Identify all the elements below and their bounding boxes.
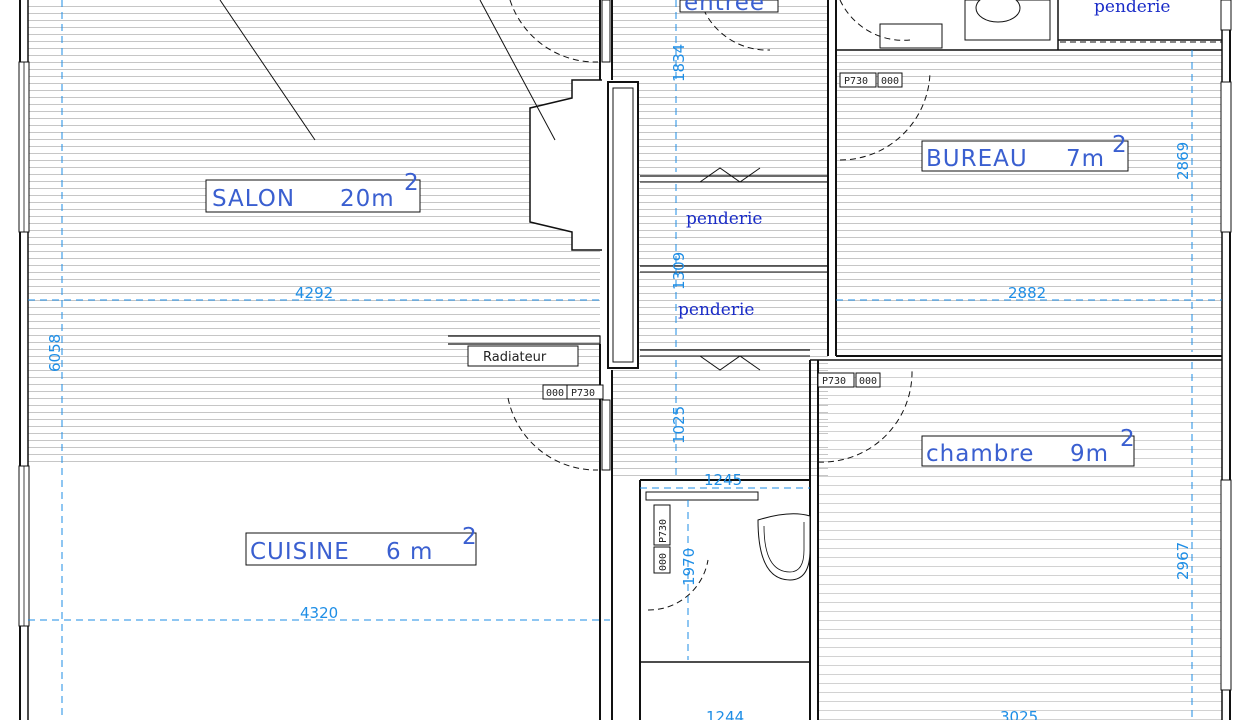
dim-bath-height: 1970: [680, 548, 698, 586]
penderie-label-1: penderie: [686, 209, 762, 229]
dim-salon-width: 4292: [295, 284, 333, 302]
room-label-entree: entrée: [679, 0, 779, 16]
door-num-bureau: 000: [881, 76, 899, 87]
room-area-cuisine: 6 m: [386, 539, 433, 565]
door-code-salon: P730: [571, 388, 595, 399]
room-area-salon: 20m: [340, 186, 395, 212]
door-code-chambre: P730: [822, 376, 846, 387]
room-name-chambre: chambre: [926, 441, 1034, 467]
room-label-cuisine: CUISINE 6 m 2: [245, 524, 478, 566]
room-area-chambre: 9m: [1070, 441, 1109, 467]
dim-penderie-height: 1309: [670, 252, 688, 290]
dim-bureau-width: 2882: [1008, 284, 1046, 302]
radiator-label: Radiateur: [467, 345, 579, 367]
dim-entree-height: 1834: [670, 44, 688, 82]
room-exp-cuisine: 2: [462, 524, 478, 550]
room-name-salon: SALON: [212, 186, 295, 212]
dim-hall-height: 1025: [670, 406, 688, 444]
door-num-chambre: 000: [859, 376, 877, 387]
dim-salon-height: 6058: [46, 334, 64, 372]
room-exp-bureau: 2: [1112, 132, 1128, 158]
room-area-bureau: 7m: [1066, 146, 1105, 172]
dim-bureau-height: 2869: [1174, 142, 1192, 180]
penderie-label-2: penderie: [678, 300, 754, 320]
dim-cuisine-width: 4320: [300, 604, 338, 622]
room-label-chambre: chambre 9m 2: [921, 426, 1136, 467]
room-label-salon: SALON 20m 2: [205, 170, 421, 213]
door-tag-bath: P730 000: [653, 504, 671, 574]
door-num-salon: 000: [546, 388, 564, 399]
dimension-lines: [28, 0, 1222, 720]
room-exp-salon: 2: [404, 170, 420, 196]
radiateur-text: Radiateur: [483, 350, 547, 365]
room-labels: SALON 20m 2 CUISINE 6 m 2 BUREAU 7m 2 ch…: [205, 0, 1136, 566]
door-tag-chambre: P730 000: [817, 372, 881, 388]
room-name-cuisine: CUISINE: [250, 539, 350, 565]
door-code-bath: P730: [658, 519, 669, 543]
dim-chambre-width: 3025: [1000, 708, 1038, 720]
dim-chambre-height: 2967: [1174, 542, 1192, 580]
dimension-labels: 4292 4320 6058 1834 1309 1025 1245 1970 …: [46, 44, 1192, 720]
room-exp-chambre: 2: [1120, 426, 1136, 452]
room-name-entree: entrée: [684, 0, 765, 16]
leader-lines: [219, 0, 556, 141]
dim-bottom-small: 1244: [706, 708, 744, 720]
door-tag-salon: 000 P730: [542, 384, 604, 400]
door-num-bath: 000: [658, 553, 669, 571]
door-tag-bureau: P730 000: [839, 72, 903, 88]
penderie-labels: penderie penderie penderie: [678, 0, 1170, 320]
floor-hatching: [28, 0, 1222, 720]
dim-bath-width: 1245: [704, 471, 742, 489]
room-name-bureau: BUREAU: [926, 146, 1028, 172]
door-tags: 000 P730 P730 000 P730 000 P730 000: [542, 72, 903, 574]
penderie-label-top: penderie: [1094, 0, 1170, 17]
door-code-bureau: P730: [844, 76, 868, 87]
walls: [18, 0, 1232, 720]
room-label-bureau: BUREAU 7m 2: [921, 132, 1129, 172]
